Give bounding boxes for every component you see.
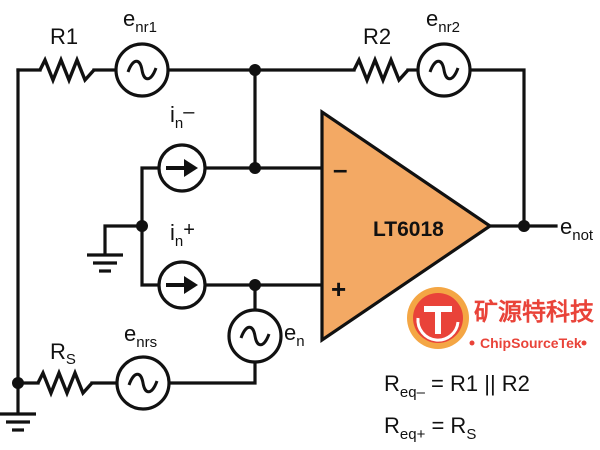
watermark-dot-right bbox=[581, 340, 587, 346]
r2-label: R2 bbox=[363, 24, 391, 49]
junction-dot-ground-branch bbox=[136, 220, 148, 232]
ground-symbol-bottom bbox=[0, 412, 36, 432]
watermark-dot-left bbox=[469, 340, 475, 346]
in-minus-label: in– bbox=[170, 101, 195, 132]
rs-resistor-symbol bbox=[36, 368, 94, 398]
watermark: 矿源特科技 ChipSourceTek bbox=[407, 287, 595, 351]
enr2-noise-source-symbol bbox=[416, 42, 472, 98]
en-bottom-wire bbox=[168, 361, 257, 385]
wires bbox=[16, 68, 558, 414]
r1-resistor-symbol bbox=[38, 55, 96, 85]
watermark-en-text: ChipSourceTek bbox=[480, 335, 582, 351]
in-minus-current-source-symbol bbox=[157, 143, 207, 193]
opamp-triangle bbox=[320, 108, 493, 344]
watermark-logo-icon bbox=[407, 287, 469, 349]
in-plus-label: in+ bbox=[170, 219, 195, 250]
enrs-noise-source-symbol bbox=[115, 355, 171, 411]
junction-dot-inverting bbox=[249, 162, 261, 174]
enrs-label: enrs bbox=[124, 321, 157, 351]
ground-symbol-left bbox=[87, 253, 123, 273]
equation-req-minus: Req– = R1 || R2 bbox=[384, 371, 530, 401]
opamp-label: LT6018 bbox=[373, 218, 444, 241]
junction-dot-bottom-left bbox=[12, 377, 24, 389]
r2-resistor-symbol bbox=[352, 55, 410, 85]
enr2-label: enr2 bbox=[426, 6, 460, 36]
output-label: enot bbox=[560, 214, 594, 244]
r1-label: R1 bbox=[50, 24, 78, 49]
en-label: en bbox=[284, 320, 305, 350]
enr1-label: enr1 bbox=[123, 6, 157, 36]
equation-req-plus: Req+ = RS bbox=[384, 413, 476, 443]
ground-branch-wire bbox=[103, 224, 144, 255]
in-plus-current-source-symbol bbox=[157, 260, 207, 310]
noninverting-input-symbol: + bbox=[331, 274, 346, 304]
rs-label: RS bbox=[50, 339, 76, 368]
junction-dot-noninverting bbox=[249, 279, 261, 291]
watermark-cn-text: 矿源特科技 bbox=[474, 298, 595, 326]
feedback-right-wire bbox=[468, 68, 526, 228]
en-noise-source-symbol bbox=[227, 308, 283, 364]
junction-dot-output bbox=[518, 220, 530, 232]
inverting-input-symbol: – bbox=[333, 154, 347, 184]
enr1-noise-source-symbol bbox=[114, 42, 170, 98]
junction-dot-top bbox=[249, 64, 261, 76]
